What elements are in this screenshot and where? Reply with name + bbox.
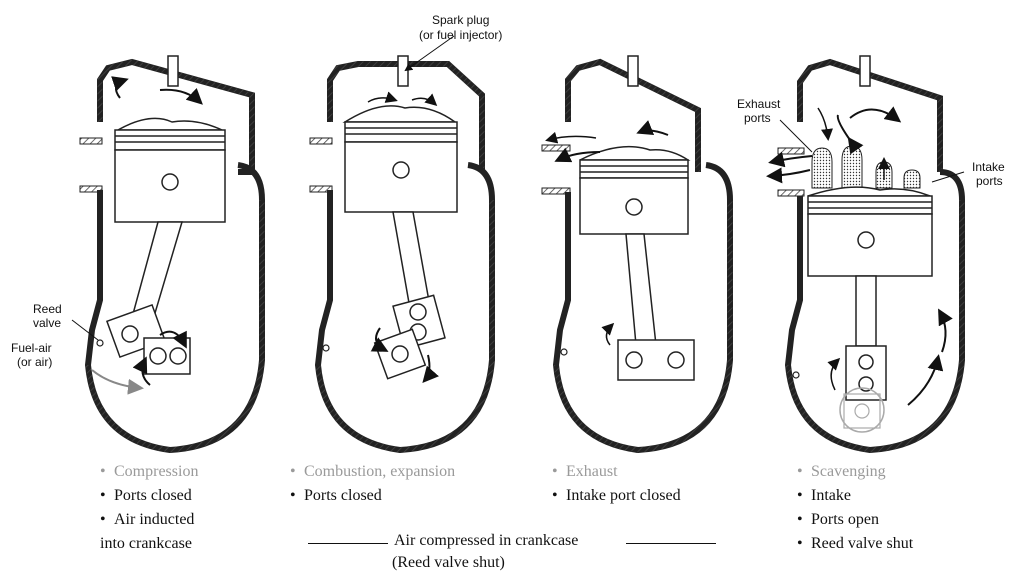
exhaust-ports-label: Exhaust xyxy=(737,97,781,111)
stage-item: Ports closed xyxy=(304,487,382,504)
fuel-air-label: Fuel-air xyxy=(11,341,52,355)
stage-item: Ports closed xyxy=(114,487,192,504)
exhaust-ports-label-2: ports xyxy=(744,111,771,125)
footer-line-left xyxy=(308,543,388,544)
stage-item: Intake xyxy=(811,487,851,504)
engine-combustion xyxy=(309,35,495,454)
caption-scavenging: •Scavenging •Intake •Ports open •Reed va… xyxy=(797,463,914,552)
caption-compression: •Compression •Ports closed •Air inducted… xyxy=(100,463,199,552)
engine-compression xyxy=(71,55,265,454)
spark-plug-label: Spark plug xyxy=(432,13,490,27)
engine-exhaust xyxy=(541,55,733,454)
stage-item: into crankcase xyxy=(100,535,192,552)
stage-title: Scavenging xyxy=(811,463,886,480)
spark-plug-sublabel: (or fuel injector) xyxy=(419,28,503,42)
stage-title: Combustion, expansion xyxy=(304,463,456,480)
caption-exhaust: •Exhaust •Intake port closed xyxy=(552,463,681,504)
footer-line-right xyxy=(626,543,716,544)
intake-ports-label-2: ports xyxy=(976,174,1003,188)
intake-ports-label: Intake xyxy=(972,160,1005,174)
footer-line2: (Reed valve shut) xyxy=(392,554,505,571)
reed-label: Reed xyxy=(33,302,62,316)
stage-item: Reed valve shut xyxy=(811,535,914,552)
or-air-label: (or air) xyxy=(17,355,53,369)
reed-valve xyxy=(96,339,104,347)
stage-title: Exhaust xyxy=(566,463,618,480)
engine-scavenging xyxy=(766,55,965,454)
stage-title: Compression xyxy=(114,463,199,480)
caption-combustion: •Combustion, expansion •Ports closed xyxy=(290,463,456,504)
footer-line1: Air compressed in crankcase xyxy=(394,532,579,549)
stage-item: Air inducted xyxy=(114,511,195,528)
piston-rings xyxy=(114,129,226,151)
valve-label: valve xyxy=(33,316,62,330)
stage-item: Ports open xyxy=(811,511,879,528)
spark-plug xyxy=(167,55,179,87)
stage-item: Intake port closed xyxy=(566,487,681,504)
spark-plug xyxy=(397,55,409,87)
